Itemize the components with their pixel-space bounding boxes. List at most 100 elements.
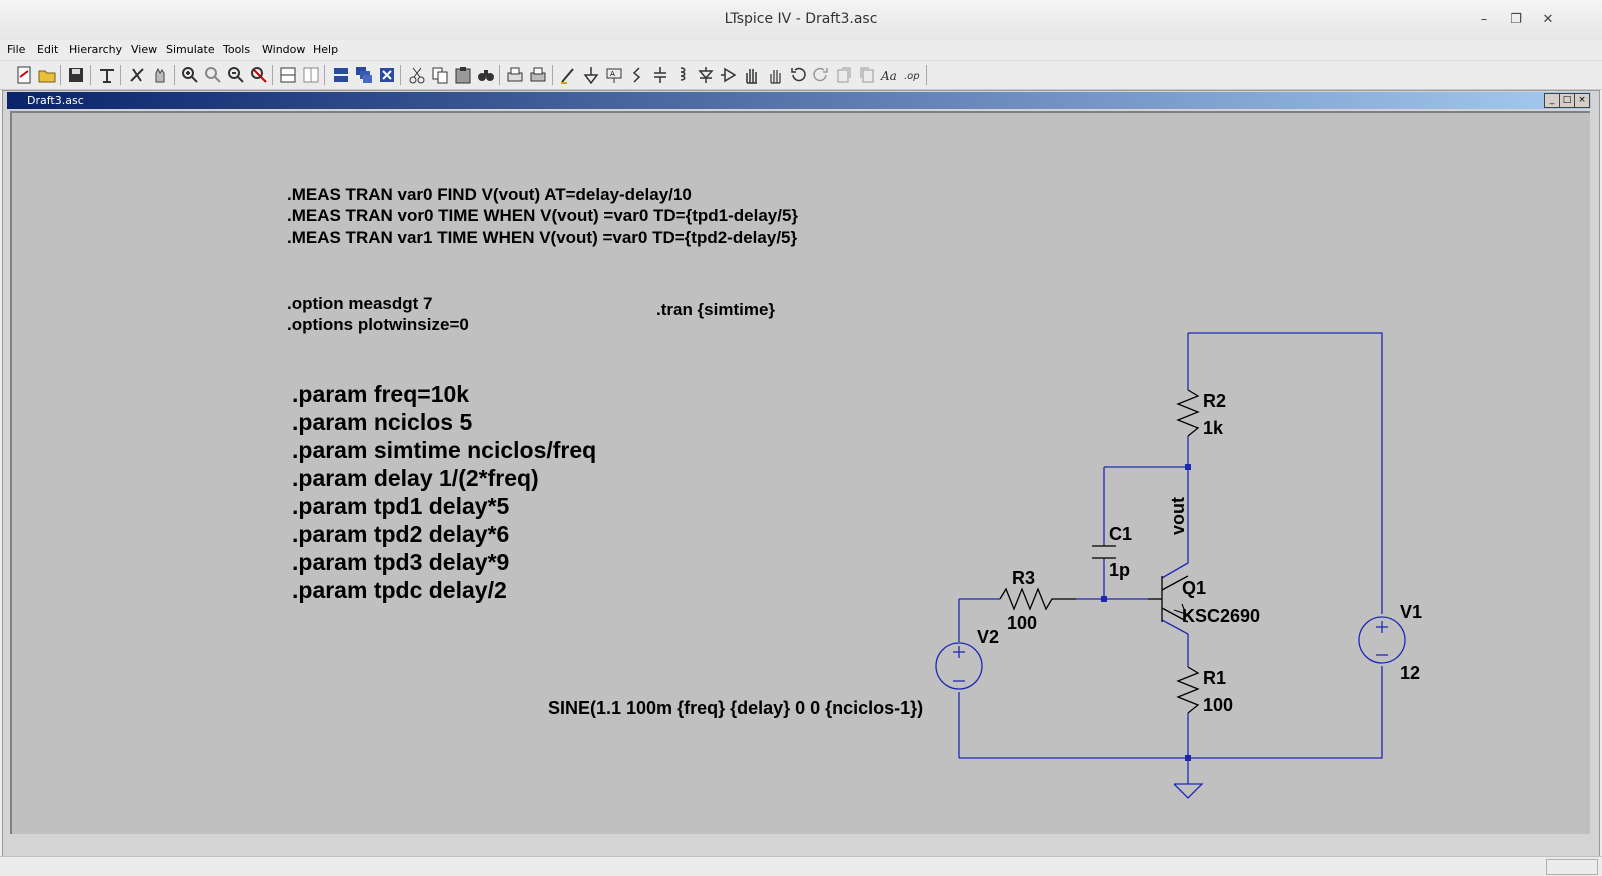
save-icon[interactable] (66, 65, 86, 85)
toolbar-separator (552, 65, 553, 85)
r1-resistor-symbol[interactable] (1176, 666, 1200, 714)
print-setup-icon[interactable] (505, 65, 525, 85)
wire[interactable] (959, 666, 1383, 759)
rotate-icon[interactable] (834, 65, 854, 85)
wire[interactable] (1161, 467, 1189, 579)
control-panel-icon[interactable] (97, 65, 117, 85)
run-icon[interactable] (127, 65, 147, 85)
option-line: .option measdgt 7 (287, 294, 432, 313)
meas-directives[interactable]: .MEAS TRAN var0 FIND V(vout) AT=delay-de… (287, 185, 798, 247)
mirror-icon[interactable] (857, 65, 877, 85)
wire[interactable] (1188, 332, 1383, 614)
menu-bar: File Edit Hierarchy View Simulate Tools … (0, 40, 1602, 60)
r3-resistor-symbol[interactable] (999, 587, 1076, 611)
close-icon[interactable]: ✕ (1542, 12, 1554, 27)
zoom-fit-icon[interactable] (249, 65, 269, 85)
junction-dot (1185, 755, 1191, 761)
spice-directive-icon[interactable]: .op (903, 65, 923, 85)
find-icon[interactable] (476, 65, 496, 85)
v1-source-symbol[interactable] (1358, 616, 1406, 664)
menu-hierarchy[interactable]: Hierarchy (69, 43, 123, 56)
schematic-canvas[interactable]: .MEAS TRAN var0 FIND V(vout) AT=delay-de… (10, 111, 1590, 834)
copy-icon[interactable] (430, 65, 450, 85)
label-net-icon[interactable]: A (604, 65, 624, 85)
drag-icon[interactable] (765, 65, 785, 85)
resistor-icon[interactable] (627, 65, 647, 85)
param-directives[interactable]: .param freq=10k .param nciclos 5 .param … (292, 381, 596, 603)
zoom-in-icon[interactable] (180, 65, 200, 85)
capacitor-icon[interactable] (650, 65, 670, 85)
print-icon[interactable] (528, 65, 548, 85)
paste-icon[interactable] (453, 65, 473, 85)
undo-icon[interactable] (788, 65, 808, 85)
r3-value[interactable]: 100 (1007, 613, 1037, 633)
r1-value[interactable]: 100 (1203, 695, 1233, 715)
open-icon[interactable] (37, 65, 57, 85)
wire[interactable] (1161, 619, 1189, 667)
ground-icon[interactable] (581, 65, 601, 85)
schematic-drawing: .MEAS TRAN var0 FIND V(vout) AT=delay-de… (287, 185, 1422, 799)
text-icon[interactable]: Aa (880, 65, 900, 85)
restore-icon[interactable]: ❐ (1510, 12, 1522, 27)
param-line: .param delay 1/(2*freq) (292, 465, 539, 491)
toolbar-separator (272, 65, 273, 85)
close-all-icon[interactable] (377, 65, 397, 85)
net-label-vout[interactable]: vout (1168, 497, 1188, 535)
param-line: .param tpd3 delay*9 (292, 549, 509, 575)
move-icon[interactable] (742, 65, 762, 85)
q1-name[interactable]: Q1 (1182, 578, 1206, 598)
q1-transistor-symbol[interactable] (1148, 575, 1189, 623)
menu-edit[interactable]: Edit (37, 43, 59, 56)
meas-line: .MEAS TRAN var1 TIME WHEN V(vout) =var0 … (287, 228, 797, 247)
component-icon[interactable] (719, 65, 739, 85)
cut-icon[interactable] (407, 65, 427, 85)
new-schematic-icon[interactable] (14, 65, 34, 85)
window-titlebar: LTspice IV - Draft3.asc – ❐ ✕ (0, 0, 1602, 41)
doc-minimize-icon[interactable]: _ (1544, 93, 1560, 108)
tile-windows-icon[interactable] (331, 65, 351, 85)
v1-value[interactable]: 12 (1400, 663, 1420, 683)
tile-horizontal-icon[interactable] (278, 65, 298, 85)
pan-icon[interactable] (203, 65, 223, 85)
junction-dot (1101, 596, 1107, 602)
q1-value[interactable]: KSC2690 (1182, 606, 1260, 626)
svg-text:A: A (610, 70, 615, 78)
tile-vertical-icon[interactable] (301, 65, 321, 85)
menu-help[interactable]: Help (313, 43, 339, 56)
redo-icon[interactable] (811, 65, 831, 85)
menu-file[interactable]: File (7, 43, 26, 56)
document-title: Draft3.asc (27, 94, 84, 107)
wires (958, 332, 1383, 784)
halt-icon[interactable] (150, 65, 170, 85)
r2-name[interactable]: R2 (1203, 391, 1226, 411)
param-line: .param freq=10k (292, 381, 469, 407)
minimize-icon[interactable]: – (1480, 12, 1488, 27)
r2-resistor-symbol[interactable] (1176, 389, 1200, 437)
v1-name[interactable]: V1 (1400, 602, 1422, 622)
r2-value[interactable]: 1k (1203, 418, 1224, 438)
doc-maximize-icon[interactable]: □ (1559, 93, 1575, 108)
r1-name[interactable]: R1 (1203, 668, 1226, 688)
menu-window[interactable]: Window (262, 43, 306, 56)
doc-close-icon[interactable]: × (1574, 93, 1590, 108)
inductor-icon[interactable] (673, 65, 693, 85)
r3-name[interactable]: R3 (1012, 568, 1035, 588)
c1-name[interactable]: C1 (1109, 524, 1132, 544)
v2-source-symbol[interactable] (935, 642, 983, 690)
toolbar-separator (90, 65, 91, 85)
menu-simulate[interactable]: Simulate (166, 43, 215, 56)
zoom-out-icon[interactable] (226, 65, 246, 85)
option-directives[interactable]: .option measdgt 7 .options plotwinsize=0 (287, 294, 469, 334)
draw-wire-icon[interactable] (558, 65, 578, 85)
ground-symbol[interactable] (1173, 783, 1204, 799)
tran-directive[interactable]: .tran {simtime} (656, 300, 775, 319)
c1-value[interactable]: 1p (1109, 560, 1130, 580)
cascade-windows-icon[interactable] (354, 65, 374, 85)
c1-capacitor-symbol[interactable] (1092, 545, 1116, 559)
toolbar-separator (400, 65, 401, 85)
v2-name[interactable]: V2 (977, 627, 999, 647)
v2-value[interactable]: SINE(1.1 100m {freq} {delay} 0 0 {nciclo… (548, 698, 923, 718)
diode-icon[interactable] (696, 65, 716, 85)
menu-view[interactable]: View (131, 43, 158, 56)
menu-tools[interactable]: Tools (223, 43, 251, 56)
